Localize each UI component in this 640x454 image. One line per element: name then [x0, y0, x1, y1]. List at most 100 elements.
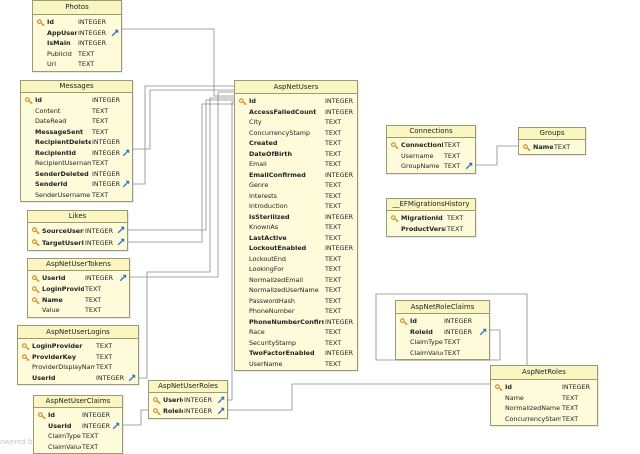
field-name: IsMain: [47, 39, 71, 47]
field-name: Created: [249, 139, 278, 147]
field-row[interactable]: ProductVersionTEXT: [387, 224, 475, 235]
field-row[interactable]: SourceUserIdINTEGER: [28, 225, 127, 237]
table-photos[interactable]: PhotosIdINTEGERAppUserIdINTEGERIsMainINT…: [32, 0, 122, 72]
field-type: INTEGER: [85, 227, 114, 235]
field-row[interactable]: AppUserIdINTEGER: [33, 28, 121, 39]
field-type: TEXT: [82, 432, 99, 440]
field-type: INTEGER: [325, 349, 354, 357]
field-type: TEXT: [562, 404, 579, 412]
field-type: INTEGER: [325, 107, 354, 116]
field-name: EmailConfirmed: [249, 170, 306, 179]
foreign-key-arrow-icon: [128, 374, 136, 381]
field-type: TEXT: [325, 275, 342, 284]
field-name: GroupName: [401, 162, 440, 170]
field-type: TEXT: [325, 191, 342, 200]
field-row[interactable]: RecipientUsernameTEXT: [21, 158, 132, 169]
field-name: KnownAs: [249, 223, 279, 231]
field-name: ClaimType: [410, 338, 443, 346]
table-asp-net-user-roles[interactable]: AspNetUserRolesUserIdINTEGERRoleIdINTEGE…: [148, 380, 228, 419]
table-connections[interactable]: ConnectionsConnectionIdTEXTUsernameTEXTG…: [386, 125, 476, 174]
table-likes[interactable]: LikesSourceUserIdINTEGERTargetUserIdINTE…: [27, 210, 128, 251]
foreign-key-arrow-icon: [117, 226, 125, 234]
field-name: Id: [47, 18, 54, 26]
field-row[interactable]: ConnectionIdTEXT: [387, 140, 475, 151]
field-row[interactable]: PhoneNumberConfirmedINTEGER: [235, 317, 357, 328]
